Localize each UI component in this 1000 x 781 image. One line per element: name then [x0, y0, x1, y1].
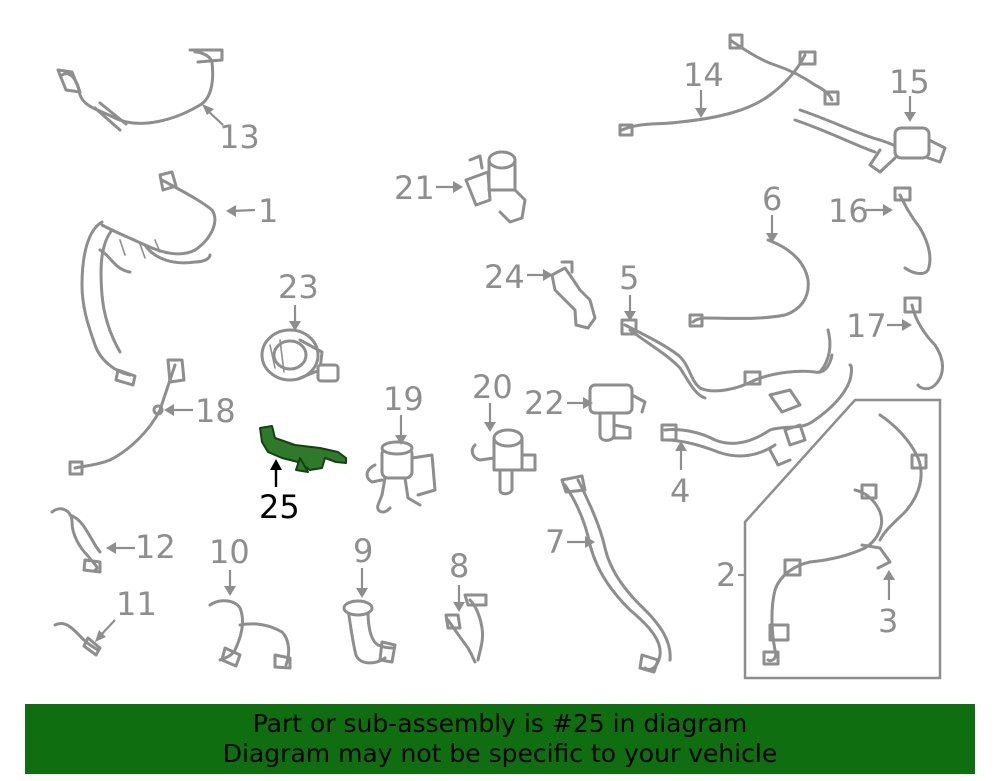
part-24-bracket — [550, 260, 597, 330]
part-21-housing — [464, 150, 527, 224]
part-22-valve — [588, 383, 647, 442]
callout-12: 12 — [135, 528, 176, 566]
part-13-hose — [56, 48, 224, 132]
callout-18: 18 — [195, 392, 236, 430]
banner-line-2: Diagram may not be specific to your vehi… — [222, 739, 778, 768]
parts-diagram: 13 1 23 18 25 — [50, 33, 947, 680]
inset-frame — [743, 398, 942, 680]
part-12-hose — [50, 507, 102, 574]
info-banner: Part or sub-assembly is #25 in diagram D… — [25, 704, 975, 774]
callout-7: 7 — [545, 523, 565, 561]
part-18-hose — [68, 358, 186, 476]
callout-16: 16 — [828, 192, 869, 230]
callout-21: 21 — [394, 169, 435, 207]
callout-9: 9 — [353, 532, 373, 570]
callout-25: 25 — [259, 488, 300, 526]
part-9-elbow — [342, 599, 397, 665]
part-17-hose — [903, 296, 944, 391]
banner-line-1: Part or sub-assembly is #25 in diagram — [252, 709, 748, 738]
part-25-bracket-highlighted — [259, 425, 347, 473]
part-5-hose — [620, 318, 834, 414]
part-6-hose — [688, 238, 810, 328]
part-1-hose-assembly — [80, 170, 217, 387]
part-10-hose — [208, 599, 292, 670]
callout-5: 5 — [619, 259, 639, 297]
part-16-hose — [893, 186, 932, 275]
callout-17: 17 — [846, 307, 887, 345]
callout-10: 10 — [209, 533, 250, 571]
callout-8: 8 — [449, 547, 469, 585]
part-14-hose — [618, 33, 840, 137]
callout-13: 13 — [219, 118, 260, 156]
part-11-hose — [53, 621, 102, 657]
callout-6: 6 — [762, 180, 782, 218]
part-19-valve — [365, 440, 437, 514]
part-7-hose — [560, 474, 672, 674]
callout-19: 19 — [383, 380, 424, 418]
callout-14: 14 — [683, 56, 724, 94]
callout-20: 20 — [472, 368, 513, 406]
part-20-valve — [470, 428, 537, 496]
callout-3: 3 — [878, 602, 898, 640]
callout-1: 1 — [258, 192, 278, 230]
callout-24: 24 — [484, 258, 525, 296]
callout-2: 2 — [716, 556, 736, 594]
callout-11: 11 — [116, 585, 157, 623]
part-15-connector — [793, 108, 947, 174]
part-4-hose — [660, 363, 853, 467]
callout-23: 23 — [278, 268, 319, 306]
callout-22: 22 — [524, 384, 565, 422]
callout-15: 15 — [889, 63, 930, 101]
part-8-hose — [444, 593, 488, 664]
part-23-pump — [260, 328, 340, 383]
callout-4: 4 — [670, 472, 690, 510]
part-2-hose-assembly — [762, 413, 928, 666]
